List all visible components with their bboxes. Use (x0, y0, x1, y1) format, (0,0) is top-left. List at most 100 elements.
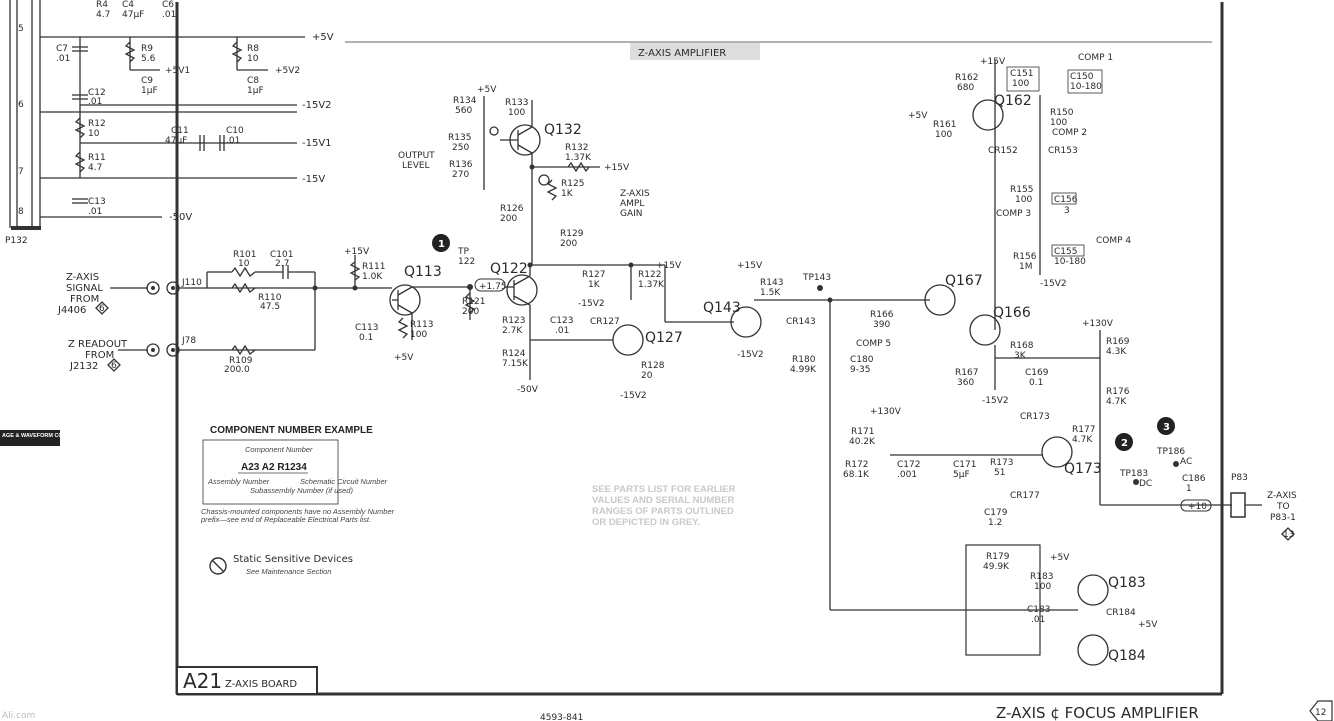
svg-text:4.99K: 4.99K (790, 365, 817, 375)
svg-text:47.5: 47.5 (260, 302, 280, 312)
title-box (630, 43, 760, 60)
svg-text:+5V: +5V (1138, 620, 1158, 630)
svg-text:A23 A2 R1234: A23 A2 R1234 (241, 462, 307, 473)
svg-text:5µF: 5µF (953, 470, 970, 480)
svg-text:+130V: +130V (1082, 319, 1114, 329)
svg-text:6: 6 (18, 100, 24, 110)
output-connector-p83: P83 Z-AXIS TO P83-1 13 (1230, 473, 1297, 541)
svg-text:C179: C179 (984, 508, 1008, 518)
svg-text:1.37K: 1.37K (638, 280, 665, 290)
svg-text:-15V2: -15V2 (982, 396, 1009, 406)
static-sensitive-icon (209, 557, 227, 575)
svg-text:R126: R126 (500, 204, 524, 214)
svg-text:P132: P132 (5, 236, 28, 246)
svg-text:+130V: +130V (870, 407, 902, 417)
svg-text:C155: C155 (1054, 247, 1077, 257)
svg-text:C11: C11 (171, 126, 189, 136)
svg-text:OR DEPICTED IN GREY.: OR DEPICTED IN GREY. (592, 517, 700, 528)
svg-text:200: 200 (500, 214, 517, 224)
svg-text:Z-AXIS: Z-AXIS (66, 272, 99, 283)
svg-text:R125: R125 (561, 179, 584, 189)
svg-text:1K: 1K (588, 280, 601, 290)
svg-text:100: 100 (508, 108, 525, 118)
svg-text:51: 51 (994, 468, 1005, 478)
svg-text:7: 7 (18, 167, 24, 177)
diagram-title: Z-AXIS AMPLIFIER (638, 48, 726, 59)
svg-text:R9: R9 (141, 44, 153, 54)
svg-text:100: 100 (1012, 79, 1029, 89)
svg-text:C156: C156 (1054, 195, 1078, 205)
input-z-axis-signal: Z-AXIS SIGNAL FROM J4406 6 J110 (57, 272, 202, 316)
svg-text:7.15K: 7.15K (502, 359, 529, 369)
parts-list-note: SEE PARTS LIST FOR EARLIER VALUES AND SE… (592, 484, 736, 528)
svg-text:.01: .01 (56, 54, 70, 64)
svg-text:R109: R109 (229, 356, 253, 366)
svg-text:122: 122 (458, 257, 475, 267)
svg-text:+5V: +5V (477, 85, 497, 95)
svg-text:1.5K: 1.5K (760, 288, 781, 298)
svg-text:Component Number: Component Number (245, 445, 313, 454)
svg-text:2.7K: 2.7K (502, 326, 523, 336)
svg-text:R132: R132 (565, 143, 588, 153)
svg-text:C113: C113 (355, 323, 378, 333)
svg-text:R143: R143 (760, 278, 783, 288)
svg-text:C150: C150 (1070, 72, 1094, 82)
svg-text:LEVEL: LEVEL (402, 161, 430, 171)
svg-text:R128: R128 (641, 361, 665, 371)
svg-text:CR152: CR152 (988, 146, 1018, 156)
svg-text:R180: R180 (792, 355, 816, 365)
transistor-q113: Q113 R113 100 +5V C113 0.1 (355, 264, 470, 363)
svg-text:C4: C4 (122, 0, 134, 10)
svg-text:+15V: +15V (737, 261, 763, 271)
svg-text:R101: R101 (233, 250, 256, 260)
svg-text:C6: C6 (162, 0, 174, 10)
svg-text:Z READOUT: Z READOUT (68, 339, 128, 350)
svg-text:+5V1: +5V1 (165, 66, 190, 76)
svg-text:R183: R183 (1030, 572, 1053, 582)
stage-q127: +15V R127 1K R122 1.37K -15V2 CR127 R123… (502, 261, 734, 401)
svg-text:270: 270 (452, 170, 469, 180)
svg-text:C186: C186 (1182, 474, 1206, 484)
svg-text:R156: R156 (1013, 252, 1037, 262)
svg-text:R111: R111 (362, 262, 385, 272)
svg-text:-50V: -50V (169, 212, 192, 223)
svg-text:68.1K: 68.1K (843, 470, 870, 480)
svg-text:+1.75: +1.75 (479, 282, 507, 292)
svg-text:-15V: -15V (302, 174, 325, 185)
svg-text:prefix—see end of Replaceable: prefix—see end of Replaceable Electrical… (200, 515, 371, 524)
svg-text:1.0K: 1.0K (362, 272, 383, 282)
svg-text:C101: C101 (270, 250, 293, 260)
svg-text:J110: J110 (181, 278, 202, 288)
svg-text:R169: R169 (1106, 337, 1130, 347)
svg-text:VALUES AND SERIAL NUMBER: VALUES AND SERIAL NUMBER (592, 495, 734, 506)
svg-text:360: 360 (957, 378, 974, 388)
supply-components: R4 4.7 C4 47µF C6 .01 C7 .01 R9 5.6 C9 1… (56, 0, 264, 217)
svg-text:.001: .001 (897, 470, 917, 480)
svg-text:R121: R121 (462, 297, 485, 307)
svg-text:R177: R177 (1072, 425, 1095, 435)
svg-text:R134: R134 (453, 96, 477, 106)
svg-text:8: 8 (18, 207, 24, 217)
svg-text:Q127: Q127 (645, 330, 683, 346)
svg-text:C8: C8 (247, 76, 259, 86)
svg-text:COMP 2: COMP 2 (1052, 128, 1087, 138)
svg-text:-50V: -50V (517, 385, 539, 395)
svg-text:40.2K: 40.2K (849, 437, 876, 447)
svg-text:CR143: CR143 (786, 317, 816, 327)
svg-text:+5V: +5V (908, 111, 928, 121)
static-sensitive-note: Static Sensitive Devices See Maintenance… (209, 554, 353, 576)
svg-text:COMP 5: COMP 5 (856, 339, 891, 349)
svg-text:Q173: Q173 (1064, 461, 1102, 477)
svg-text:R113: R113 (410, 320, 433, 330)
svg-text:4.7K: 4.7K (1072, 435, 1093, 445)
svg-text:.01: .01 (162, 10, 176, 20)
svg-text:CR184: CR184 (1106, 608, 1136, 618)
svg-text:.01: .01 (226, 136, 240, 146)
svg-text:Q143: Q143 (703, 300, 741, 316)
svg-text:C180: C180 (850, 355, 874, 365)
svg-text:390: 390 (873, 320, 890, 330)
svg-text:+15V: +15V (344, 247, 370, 257)
bias-stage: C179 1.2 R179 49.9K +5V R183 100 C183 .0… (830, 508, 1158, 666)
svg-text:Schematic Circuit Number: Schematic Circuit Number (300, 477, 388, 486)
svg-text:10: 10 (238, 259, 250, 269)
